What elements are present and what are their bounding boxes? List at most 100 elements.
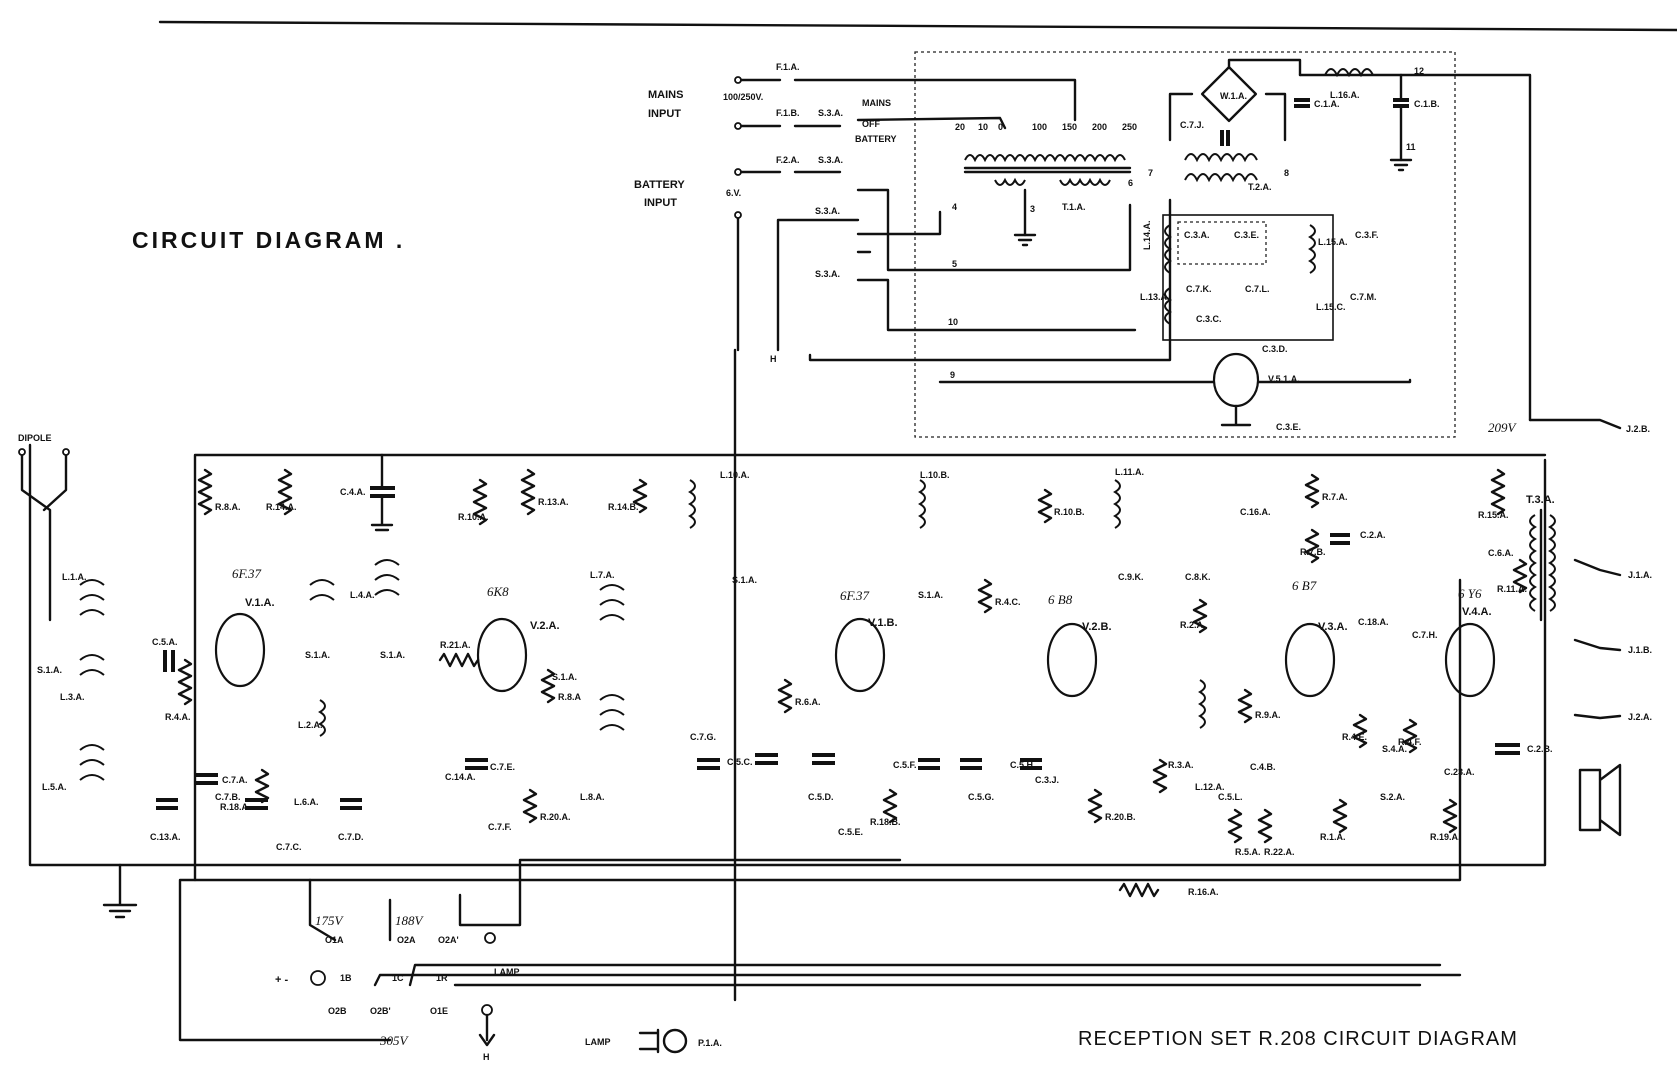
cap-c16a-label: C.16.A. — [1240, 507, 1271, 517]
cap-c5g-label: C.5.G. — [968, 792, 994, 802]
cap-c4a-wire — [370, 453, 394, 532]
switch-s1a-label-1: S.1.A. — [37, 665, 62, 675]
transformer-secondary-1 — [994, 177, 1026, 186]
cap-c3e2-label: C.3.E. — [1276, 422, 1301, 432]
resistor-r9a-label: R.9.A. — [1255, 710, 1281, 720]
resistor-r2a-label: R.2.A. — [1180, 620, 1206, 630]
terminal-1c: 1C — [392, 973, 404, 983]
resistor-r20b-label: R.20.B. — [1105, 812, 1136, 822]
receiver-chassis: DIPOLE 209V J.2.B. J.1.A. J.1.B. J.2.A. … — [18, 418, 1652, 919]
mains-line-wire — [736, 78, 1077, 122]
coil-l7a-label: L.7.A. — [590, 570, 615, 580]
cap-c3j-label: C.3.J. — [1035, 775, 1059, 785]
tap-0: 0 — [998, 122, 1003, 132]
terminal-o2a-prime: O2A' — [438, 935, 459, 945]
coil-l3a — [79, 654, 105, 676]
valve-v1b-type: 6F.37 — [840, 588, 870, 603]
coil-l15a — [1308, 224, 1316, 274]
cap-c7b — [245, 798, 268, 810]
valve-v2b: V.2.B. 6 B8 — [1046, 592, 1112, 698]
transformer-t1a-label: T.1.A. — [1062, 202, 1086, 212]
lower-return-wire — [808, 198, 1172, 362]
lamp-label: LAMP — [585, 1037, 611, 1047]
terminal-h-post — [481, 1004, 493, 1016]
resistor-r3a-label: R.3.A. — [1168, 760, 1194, 770]
vibrator-valve-label: V.5.1.A. — [1268, 374, 1300, 384]
coil-l11a — [1113, 479, 1121, 529]
resistor-r4c-label: R.4.C. — [995, 597, 1021, 607]
lamp-holder — [638, 1028, 660, 1054]
resistor-r22a — [1257, 808, 1273, 844]
rectifier-w1a-label: W.1.A. — [1220, 91, 1247, 101]
tap-20: 20 — [955, 122, 965, 132]
valve-v2b-envelope — [1046, 622, 1098, 698]
node-7-label: 7 — [1148, 168, 1153, 178]
terminal-h-label: H — [483, 1052, 490, 1062]
resistor-r15a-label: R.15.A. — [1478, 510, 1509, 520]
cap-c3a-label: C.3.A. — [1184, 230, 1210, 240]
coil-l1a-label: L.1.A. — [62, 572, 87, 582]
terminal-o2a: O2A — [397, 935, 416, 945]
resistor-r18b — [882, 788, 898, 824]
vibrator-tx-label: T.2.A. — [1248, 182, 1272, 192]
mains-input-label: MAINS — [648, 89, 683, 101]
coil-l4a — [374, 559, 400, 596]
vibrator-filter-block: L.14.A. C.3.A. C.3.E. C.3.F. L.15.A. L.1… — [1140, 214, 1379, 432]
resistor-r19a-label: R.19.A. — [1430, 832, 1461, 842]
chassis-earth-symbol — [102, 863, 138, 919]
choke-l16a-label: L.16.A. — [1330, 90, 1360, 100]
cap-c7e-label: C.7.E. — [490, 762, 515, 772]
node-4-label: 4 — [952, 202, 957, 212]
filter-inner-box — [1177, 221, 1267, 265]
resistor-r4f — [1402, 718, 1418, 754]
cap-c7b-label: C.7.B. — [215, 792, 241, 802]
cap-c2a — [1330, 533, 1350, 545]
coil-l15c-label: L.15.C. — [1316, 302, 1346, 312]
valve-v1a-label: V.1.A. — [245, 597, 275, 609]
resistor-r13a — [520, 468, 536, 516]
dipole-wires — [20, 450, 68, 622]
fuse-f1a-label: F.1.A. — [776, 62, 800, 72]
valve-v4a: V.4.A. 6 Y6 — [1444, 586, 1496, 698]
valve-v3a-label: V.3.A. — [1318, 621, 1348, 633]
node-12-label: 12 — [1414, 66, 1424, 76]
transformer-secondary-2 — [1059, 177, 1111, 186]
terminal-volts-305: 305V — [379, 1033, 410, 1048]
lamp-symbol — [662, 1028, 688, 1054]
node-10-label: 10 — [948, 317, 958, 327]
coil-l10b — [918, 479, 926, 529]
resistor-r4e — [1352, 713, 1368, 749]
vibrator-tx-primary — [1184, 153, 1258, 163]
cap-c5h — [1020, 758, 1042, 770]
battery-terminal-1 — [734, 168, 742, 176]
resistor-r7a-label: R.7.A. — [1322, 492, 1348, 502]
cap-c5l-label: C.5.L. — [1218, 792, 1243, 802]
cap-c5c — [755, 753, 778, 765]
valve-v4a-envelope — [1444, 622, 1496, 698]
resistor-r6a — [777, 678, 793, 714]
coil-l8a-label: L.8.A. — [580, 792, 605, 802]
terminal-o2b-prime: O2B' — [370, 1006, 391, 1016]
cap-c7a — [195, 773, 218, 785]
ht-rail — [193, 453, 1547, 882]
coil-l5a-label: L.5.A. — [42, 782, 67, 792]
resistor-r16a-label: R.16.A. — [1188, 887, 1219, 897]
switch-s4a-label: S.4.A. — [1382, 744, 1407, 754]
terminal-o2b: O2B — [328, 1006, 347, 1016]
cap-c7g-label: C.7.G. — [690, 732, 716, 742]
switch-s3a-label-3: S.3.A. — [815, 206, 840, 216]
cap-c5e-label: C.5.E. — [838, 827, 863, 837]
coil-l7a — [599, 584, 625, 621]
rectifier-top-wire — [1227, 58, 1302, 77]
switch-wire-b — [776, 218, 860, 352]
mains-voltage-label: 100/250V. — [723, 92, 763, 102]
valve-v3a-type: 6 B7 — [1292, 578, 1317, 593]
terminal-o1e: O1E — [430, 1006, 448, 1016]
node-9-wire — [938, 378, 1412, 384]
cap-c5a-label: C.5.A. — [152, 637, 178, 647]
coil-l8a — [599, 694, 625, 731]
cap-c1a-label: C.1.A. — [1314, 99, 1340, 109]
node-8-label: 8 — [1284, 168, 1289, 178]
terminal-volts-175: 175V — [315, 913, 345, 928]
